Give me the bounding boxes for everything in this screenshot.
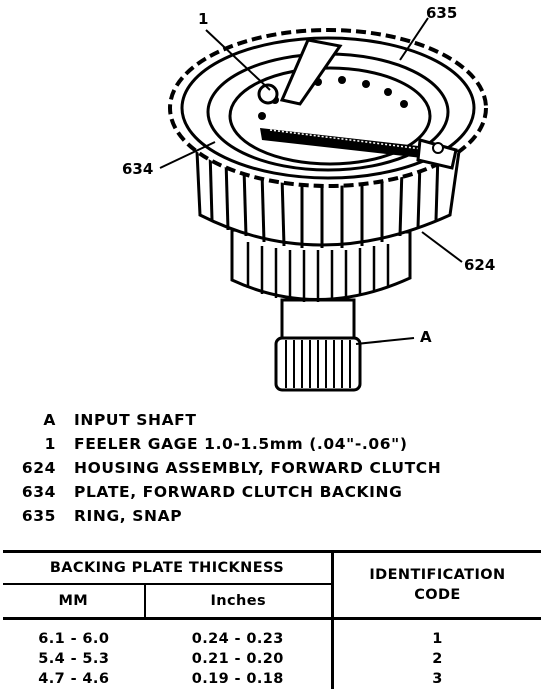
cell-code: 1	[432, 630, 443, 647]
input-shaft	[274, 298, 362, 392]
legend-item: A INPUT SHAFT	[6, 408, 538, 432]
cell-inches: 0.21 - 0.20	[144, 648, 334, 669]
callout-A: A	[420, 328, 432, 346]
callout-624: 624	[464, 256, 496, 274]
legend-desc: FEELER GAGE 1.0-1.5mm (.04"-.06")	[74, 435, 408, 453]
cell-inches: 0.24 - 0.23	[144, 628, 334, 649]
table-row: 6.1 - 6.0 0.24 - 0.23 1	[3, 628, 541, 649]
clutch-drawing	[159, 17, 488, 392]
feeler-gage	[257, 38, 458, 170]
cell-mm: 6.1 - 6.0	[38, 630, 110, 647]
header-id-line2: CODE	[414, 587, 461, 603]
legend-item: 1 FEELER GAGE 1.0-1.5mm (.04"-.06")	[6, 432, 538, 456]
subheader-mm: MM	[3, 584, 146, 620]
header-thickness: BACKING PLATE THICKNESS	[3, 550, 334, 585]
header-id-line1: IDENTIFICATION	[369, 567, 506, 583]
legend-code: 1	[44, 435, 56, 453]
leader-lines	[159, 17, 463, 345]
legend-desc: RING, SNAP	[74, 507, 183, 525]
header-identification: IDENTIFICATION CODE	[332, 550, 541, 620]
callout-1: 1	[198, 10, 209, 28]
legend-item: 634 PLATE, FORWARD CLUTCH BACKING	[6, 480, 538, 504]
table-row: 4.7 - 4.6 0.19 - 0.18 3	[3, 668, 541, 689]
backing-plate-table: BACKING PLATE THICKNESS IDENTIFICATION C…	[0, 550, 544, 696]
table-row: 5.4 - 5.3 0.21 - 0.20 2	[3, 648, 541, 669]
cell-code: 2	[432, 650, 443, 667]
cell-mm: 5.4 - 5.3	[38, 650, 110, 667]
clutch-housing-illustration: 1 635 634 624 A	[122, 4, 496, 392]
legend-code: A	[43, 411, 56, 429]
legend-code: 634	[21, 483, 56, 501]
legend-desc: INPUT SHAFT	[74, 411, 197, 429]
callout-634: 634	[122, 160, 154, 178]
subheader-inches: Inches	[144, 584, 334, 620]
legend-code: 635	[21, 507, 56, 525]
cell-code: 3	[432, 670, 443, 687]
spec-table-grid: BACKING PLATE THICKNESS IDENTIFICATION C…	[3, 550, 541, 689]
legend-item: 635 RING, SNAP	[6, 504, 538, 528]
legend-desc: PLATE, FORWARD CLUTCH BACKING	[74, 483, 403, 501]
cell-mm: 4.7 - 4.6	[38, 670, 110, 687]
callout-635: 635	[426, 4, 458, 22]
legend-desc: HOUSING ASSEMBLY, FORWARD CLUTCH	[74, 459, 442, 477]
lower-hub	[230, 228, 412, 302]
cell-inches: 0.19 - 0.18	[144, 668, 334, 689]
legend-item: 624 HOUSING ASSEMBLY, FORWARD CLUTCH	[6, 456, 538, 480]
parts-legend: A INPUT SHAFT 1 FEELER GAGE 1.0-1.5mm (.…	[6, 408, 538, 528]
legend-code: 624	[21, 459, 56, 477]
